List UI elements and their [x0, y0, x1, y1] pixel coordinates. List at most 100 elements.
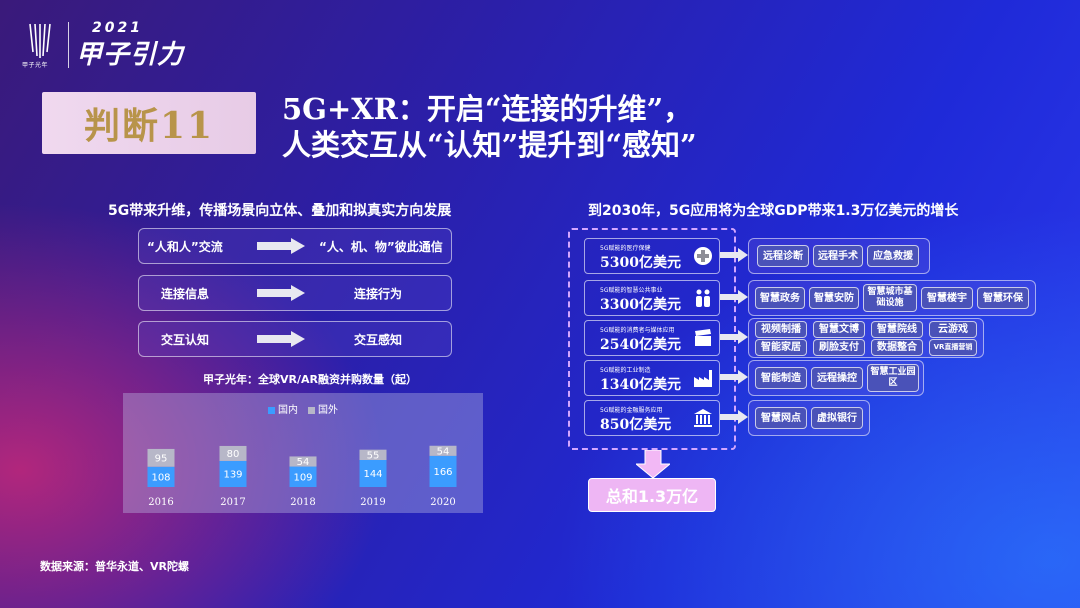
bar-label-domestic: 144: [363, 469, 382, 480]
sector-value: 3300亿美元: [600, 297, 681, 313]
down-arrow-icon: [636, 450, 670, 478]
sector-caption: 5G赋能的消费者与媒体应用: [600, 327, 675, 334]
x-tick-label: 2017: [220, 497, 245, 508]
application-tag: 智慧安防: [809, 287, 859, 309]
bar-domestic: [219, 460, 247, 487]
bar-label-domestic: 139: [223, 469, 242, 480]
chart-panel: [123, 393, 483, 513]
left-section-title: 5G带来升维，传播场景向立体、叠加和拟真实方向发展: [108, 203, 452, 219]
x-tick-label: 2020: [430, 497, 455, 508]
film-clapper-icon: [695, 329, 711, 346]
bar-label-domestic: 108: [151, 472, 170, 483]
application-tag: 刷脸支付: [813, 339, 865, 356]
right-arrow-icon: [720, 290, 748, 304]
legend-item-foreign: 国外: [308, 401, 338, 416]
legend-item-domestic: 国内: [268, 401, 298, 416]
judgment-badge: 判断11: [42, 92, 256, 154]
sector-public-utilities: 5G赋能的智慧公共事业 3300亿美元: [584, 280, 720, 316]
application-tag: 远程操控: [811, 367, 863, 389]
sector-value: 5300亿美元: [600, 255, 681, 271]
application-tag: 视频制播: [755, 321, 807, 338]
application-tag: 智慧文博: [813, 321, 865, 338]
sector-caption: 5G赋能的工业制造: [600, 367, 651, 374]
headline-line-2: 人类交互从“认知”提升到“感知”: [282, 128, 697, 162]
application-tag: 智慧城市基础设施: [863, 284, 917, 312]
sector-financial-services: 5G赋能的金融服务应用 850亿美元: [584, 400, 720, 436]
comparison-from: 连接信息: [161, 287, 210, 301]
application-tag: 云游戏: [929, 321, 977, 338]
application-tag: 智能家居: [755, 339, 807, 356]
application-tag: 智慧楼宇: [921, 287, 973, 309]
right-arrow-icon: [257, 331, 305, 347]
sector-healthcare: 5G赋能的医疗保健 5300亿美元: [584, 238, 720, 274]
bar-label-foreign: 55: [367, 450, 380, 461]
logo-year: 2021: [92, 20, 143, 36]
sector-tags-box: 智能制造 远程操控 智慧工业园区: [748, 360, 924, 396]
medical-cross-icon: [694, 247, 712, 265]
data-source: 数据来源：普华永道、VR陀螺: [40, 560, 189, 573]
bar-foreign: [219, 445, 247, 461]
application-tag: 数据整合: [871, 339, 923, 356]
right-arrow-icon: [720, 248, 748, 262]
sector-value: 2540亿美元: [600, 337, 681, 353]
sector-value: 1340亿美元: [600, 377, 681, 393]
chart-legend: 国内 国外: [268, 401, 338, 416]
comparison-to: “人、机、物”彼此通信: [319, 240, 443, 254]
right-arrow-icon: [257, 238, 305, 254]
bar-domestic: [429, 455, 457, 487]
right-arrow-icon: [720, 330, 748, 344]
chart-title: 甲子光年：全球VR/AR融资并购数量（起）: [203, 373, 417, 386]
application-tag: 智慧政务: [755, 287, 805, 309]
sector-tags-box: 远程诊断 远程手术 应急救援: [748, 238, 930, 274]
people-icon: [696, 289, 710, 307]
bank-icon: [694, 409, 712, 427]
right-arrow-icon: [720, 410, 748, 424]
bar-chart: 1089520161398020171095420181445520191665…: [147, 445, 457, 508]
bar-foreign: [429, 445, 457, 456]
application-tag: 远程诊断: [757, 245, 809, 267]
sector-tags-box: 视频制播 智慧文博 智慧院线 云游戏 智能家居 刷脸支付 数据整合 VR直播营销: [748, 318, 984, 358]
sector-tags-box: 智慧网点 虚拟银行: [748, 400, 870, 436]
logo-title: 甲子引力: [76, 40, 185, 70]
x-tick-label: 2019: [360, 497, 385, 508]
company-logo-icon: [29, 23, 51, 58]
comparison-to: 连接行为: [354, 287, 403, 301]
comparison-row: 交互认知 交互感知: [138, 321, 452, 357]
application-tag: 智慧工业园区: [867, 364, 919, 392]
bar-foreign: [359, 449, 387, 460]
sector-consumer-media: 5G赋能的消费者与媒体应用 2540亿美元: [584, 320, 720, 356]
bar-label-foreign: 80: [227, 449, 240, 460]
bar-label-foreign: 54: [297, 457, 310, 468]
application-tag: 智能制造: [755, 367, 807, 389]
sector-value: 850亿美元: [600, 417, 672, 433]
x-tick-label: 2016: [148, 497, 173, 508]
comparison-to: 交互感知: [354, 333, 403, 347]
bar-domestic: [147, 466, 175, 487]
application-tag: 智慧网点: [755, 407, 807, 429]
right-section-title: 到2030年，5G应用将为全球GDP带来1.3万亿美元的增长: [588, 203, 959, 219]
application-tag: 智慧环保: [977, 287, 1029, 309]
sector-tags-box: 智慧政务 智慧安防 智慧城市基础设施 智慧楼宇 智慧环保: [748, 280, 1036, 316]
right-arrow-icon: [720, 370, 748, 384]
bar-label-domestic: 166: [433, 467, 452, 478]
comparison-row: “人和人”交流 “人、机、物”彼此通信: [138, 228, 452, 264]
sector-caption: 5G赋能的金融服务应用: [600, 407, 663, 414]
comparison-from: “人和人”交流: [147, 240, 223, 254]
factory-icon: [694, 370, 712, 387]
comparison-row: 连接信息 连接行为: [138, 275, 452, 311]
total-box: 总和1.3万亿: [588, 478, 716, 512]
headline-line-1: 5G+XR：开启“连接的升维”，: [282, 92, 693, 126]
sector-caption: 5G赋能的医疗保健: [600, 245, 651, 252]
comparison-from: 交互认知: [161, 333, 210, 347]
judgment-badge-label: 判断11: [83, 105, 215, 147]
logo-divider: [68, 22, 69, 68]
bar-domestic: [359, 460, 387, 487]
logo-company-name: 甲子光年: [22, 62, 49, 69]
bar-foreign: [289, 456, 317, 467]
application-tag: 应急救援: [867, 245, 919, 267]
application-tag: 虚拟银行: [811, 407, 863, 429]
bar-label-foreign: 95: [155, 453, 168, 464]
right-arrow-icon: [257, 285, 305, 301]
bar-foreign: [147, 448, 175, 467]
bar-label-domestic: 109: [293, 472, 312, 483]
